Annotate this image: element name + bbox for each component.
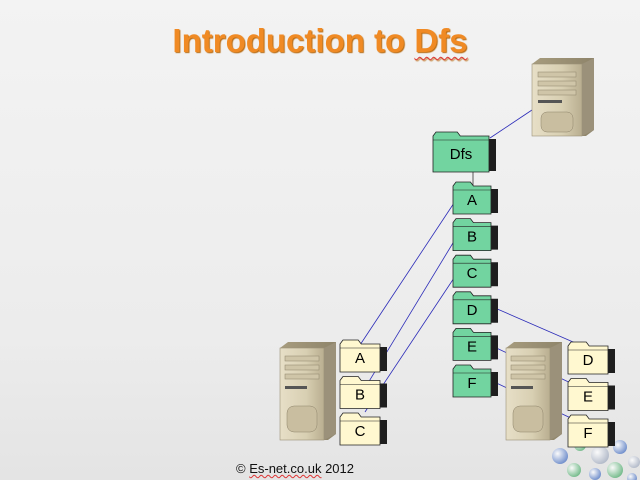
connector-d [494,307,581,346]
right-share-folder-e-label: E [583,389,593,406]
dfs-folder-tree: A B C D E F [452,181,498,398]
connector-dfs-server [489,109,533,139]
dfs-link-folder-b-label: B [467,229,477,246]
left-server-shares: A B C [339,339,387,446]
left-share-folder-a-label: A [355,350,365,367]
dfs-link-folder-f-label: F [467,375,476,392]
dfs-link-folder-e[interactable]: E [452,328,498,361]
left-share-folder-c[interactable]: C [339,412,387,446]
dfs-link-folder-f[interactable]: F [452,364,498,398]
decorative-bubbles-icon [552,439,640,480]
right-share-folder-e[interactable]: E [567,378,615,411]
right-share-folder-f[interactable]: F [567,414,615,448]
dfs-link-folder-b[interactable]: B [452,218,498,251]
server-left-icon [279,342,336,441]
dfs-link-folder-c[interactable]: C [452,254,498,288]
dfs-link-folder-d[interactable]: D [452,291,498,325]
dfs-link-folder-e-label: E [467,338,477,355]
left-share-folder-b-label: B [355,387,365,404]
slide-title: Introduction to Dfs [0,22,640,60]
dfs-link-folder-c-label: C [467,265,478,282]
slide-footer: © Es-net.co.uk 2012 [236,461,354,476]
dfs-link-folder-a[interactable]: A [452,181,498,215]
server-top-icon [531,58,594,137]
right-share-folder-d[interactable]: D [567,341,615,375]
right-server-shares: D E F [567,341,615,448]
dfs-root-folder-icon[interactable]: Dfs [432,131,496,173]
server-right-icon [505,342,562,441]
dfs-root-folder[interactable]: Dfs [432,131,496,173]
title-prefix: Introduction to [172,22,415,59]
dfs-link-folder-a-label: A [467,192,477,209]
dfs-root-folder-icon-label: Dfs [450,146,473,163]
title-word: Dfs [414,22,468,59]
footer-site: Es-net.co.uk [249,461,322,476]
dfs-link-folder-d-label: D [467,302,478,319]
left-share-folder-c-label: C [355,423,366,440]
left-share-folder-b[interactable]: B [339,376,387,409]
footer-suffix: 2012 [321,461,355,476]
left-share-folder-a[interactable]: A [339,339,387,373]
connector-a [359,199,457,346]
right-share-folder-d-label: D [583,352,594,369]
right-share-folder-f-label: F [583,425,592,442]
footer-prefix: © [236,461,250,476]
